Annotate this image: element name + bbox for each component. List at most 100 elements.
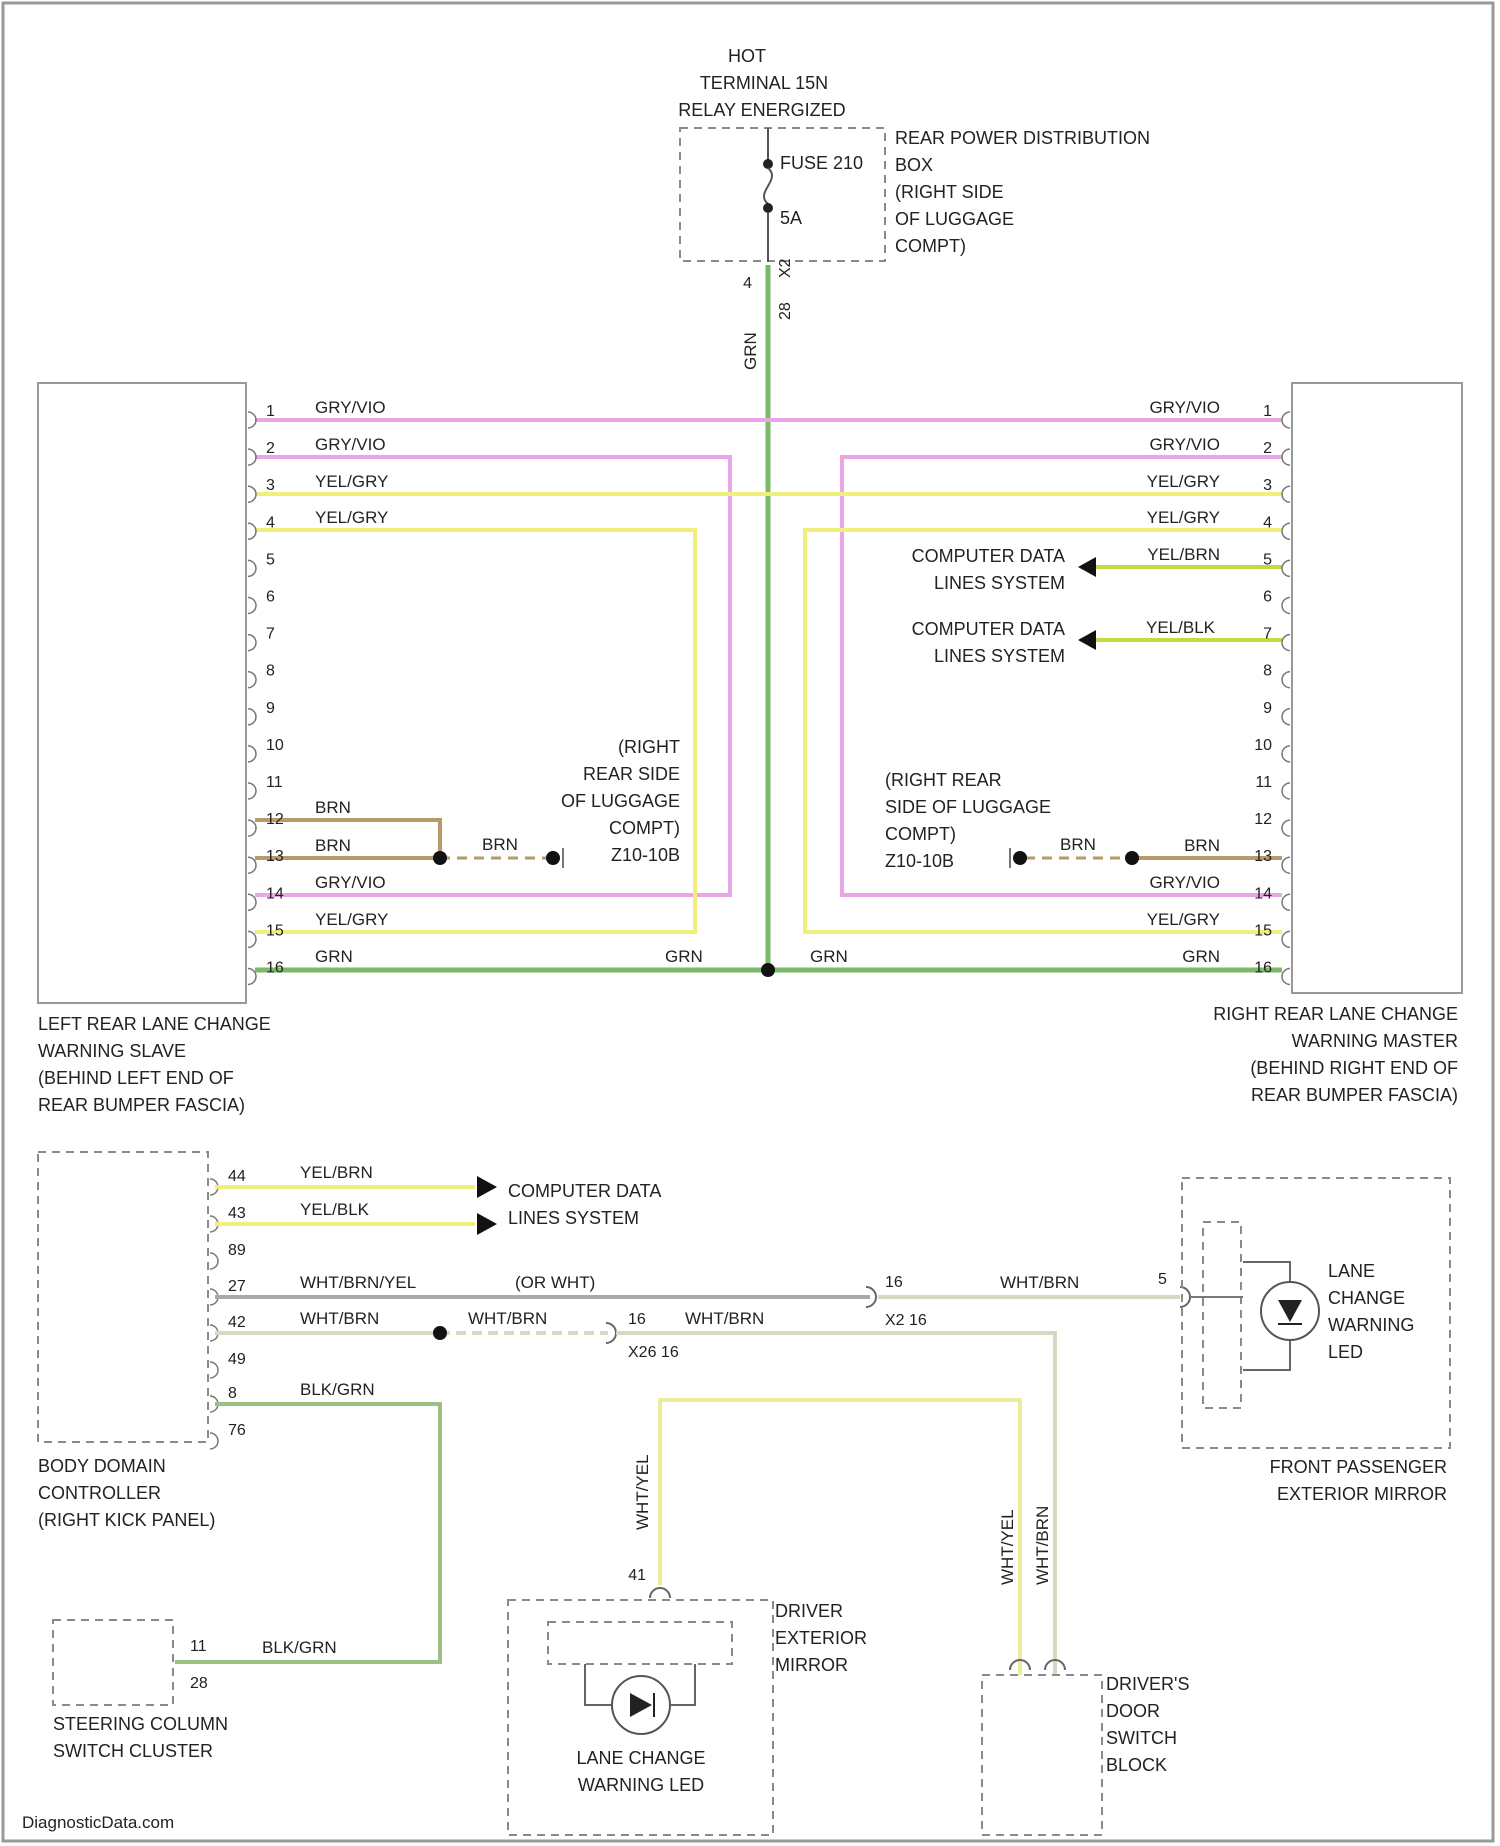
left-wire-14: GRY/VIO: [315, 873, 386, 892]
fuse-out-wire-label: GRN: [741, 332, 760, 370]
right-rear-lane-change-module: [1292, 383, 1462, 993]
mirror-pin: 5: [1158, 1271, 1167, 1288]
bdc-wire-43: YEL/BLK: [300, 1200, 370, 1219]
pin-number: 6: [266, 589, 275, 606]
left-module-name-3: (BEHIND LEFT END OF: [38, 1068, 234, 1088]
pin-number: 1: [1263, 403, 1272, 420]
pin-number: 89: [228, 1242, 246, 1259]
right-grn-left-label: GRN: [810, 947, 848, 966]
right-wire-15: YEL/GRY: [1147, 910, 1220, 929]
fuse-box-name-3: (RIGHT SIDE: [895, 182, 1004, 202]
watermark: DiagnosticData.com: [22, 1813, 174, 1832]
pin-number: 14: [266, 885, 284, 902]
door-switch-name-3: SWITCH: [1106, 1728, 1177, 1748]
pin-number: 1: [266, 403, 275, 420]
fuse-box-name-5: COMPT): [895, 236, 966, 256]
splice-brn-right: [1125, 851, 1139, 865]
pin-number: 8: [228, 1385, 237, 1402]
left-wire-13: BRN: [315, 836, 351, 855]
bdc-wire-27: WHT/BRN/YEL: [300, 1273, 416, 1292]
fp-led-2: CHANGE: [1328, 1288, 1405, 1308]
door-switch-name-2: DOOR: [1106, 1701, 1160, 1721]
door-switch-name-1: DRIVER'S: [1106, 1674, 1189, 1694]
fp-led-1: LANE: [1328, 1261, 1375, 1281]
conn-b-pin: 16: [628, 1311, 646, 1328]
conn-a-label: X2 16: [885, 1312, 927, 1329]
left-ground-loc-4: COMPT): [609, 818, 680, 838]
right-wire-13: BRN: [1184, 836, 1220, 855]
right-ground-wire-label: BRN: [1060, 835, 1096, 854]
pin-number: 4: [1263, 514, 1272, 531]
pin-number: 2: [1263, 440, 1272, 457]
left-wire-15: YEL/GRY: [315, 910, 388, 929]
fuse-terminal-top: [763, 159, 773, 169]
right-wire-14: GRY/VIO: [1149, 873, 1220, 892]
fuse-terminal-bottom: [763, 203, 773, 213]
left-ground-loc-5: Z10-10B: [611, 845, 680, 865]
pin-number: 13: [1254, 848, 1272, 865]
driver-led-1: LANE CHANGE: [576, 1748, 705, 1768]
fuse-connector-2: 28: [777, 302, 794, 320]
fuse-connector-1: X2: [777, 258, 794, 278]
right-ground-loc-1: (RIGHT REAR: [885, 770, 1002, 790]
door-switch-name-4: BLOCK: [1106, 1755, 1167, 1775]
ground-right: [1013, 851, 1027, 865]
pin-number: 9: [1263, 700, 1272, 717]
fuse-out-pin: 4: [743, 275, 752, 292]
left-wire-12: BRN: [315, 798, 351, 817]
fp-mirror-name-1: FRONT PASSENGER: [1270, 1457, 1447, 1477]
pin-number: 16: [266, 960, 284, 977]
bdc-data-ref-2: LINES SYSTEM: [508, 1208, 639, 1228]
right-wire-1: GRY/VIO: [1149, 398, 1220, 417]
pin-number: 76: [228, 1422, 246, 1439]
left-grn-right-label: GRN: [665, 947, 703, 966]
pin-number: 11: [1255, 774, 1272, 791]
conn-b-label: X26 16: [628, 1344, 679, 1361]
pin-number: 44: [228, 1168, 246, 1185]
bdc-name-1: BODY DOMAIN: [38, 1456, 166, 1476]
bdc-wire-42-c: WHT/BRN: [685, 1309, 764, 1328]
pin-number: 7: [266, 626, 275, 643]
pin-number: 3: [266, 477, 275, 494]
splice-brn-left: [433, 851, 447, 865]
pin-number: 43: [228, 1205, 246, 1222]
left-module-name-1: LEFT REAR LANE CHANGE: [38, 1014, 271, 1034]
pin-number: 10: [266, 737, 284, 754]
pin-number: 16: [1254, 960, 1272, 977]
supply-line-1: HOT: [728, 46, 766, 66]
left-wire-16: GRN: [315, 947, 353, 966]
driver-mirror-name-3: MIRROR: [775, 1655, 848, 1675]
fuse-label: FUSE 210: [780, 153, 863, 173]
right-module-name-4: REAR BUMPER FASCIA): [1251, 1085, 1458, 1105]
right-ground-loc-2: SIDE OF LUGGAGE: [885, 797, 1051, 817]
right-data-ref-1a: COMPUTER DATA: [912, 546, 1065, 566]
bdc-wire-42-b: WHT/BRN: [468, 1309, 547, 1328]
left-wire-3: YEL/GRY: [315, 472, 388, 491]
bdc-wire-44: YEL/BRN: [300, 1163, 373, 1182]
pin-number: 5: [266, 551, 275, 568]
right-wire-4: YEL/GRY: [1147, 508, 1220, 527]
supply-line-3: RELAY ENERGIZED: [678, 100, 845, 120]
pin-number: 5: [1263, 551, 1272, 568]
conn-a-pin: 16: [885, 1274, 903, 1291]
door-wire-a-label: WHT/YEL: [998, 1509, 1017, 1585]
right-module-name-1: RIGHT REAR LANE CHANGE: [1213, 1004, 1458, 1024]
right-module-name-3: (BEHIND RIGHT END OF: [1250, 1058, 1458, 1078]
right-data-ref-2b: LINES SYSTEM: [934, 646, 1065, 666]
pin-number: 8: [266, 663, 275, 680]
pin-number: 14: [1254, 885, 1272, 902]
pin-number: 8: [1263, 663, 1272, 680]
left-ground-wire-label: BRN: [482, 835, 518, 854]
driver-wire-label: WHT/YEL: [633, 1454, 652, 1530]
right-data-ref-2a: COMPUTER DATA: [912, 619, 1065, 639]
right-wire-7: YEL/BLK: [1146, 618, 1216, 637]
fuse-rating: 5A: [780, 208, 802, 228]
left-wire-1: GRY/VIO: [315, 398, 386, 417]
pin-number: 42: [228, 1314, 246, 1331]
splice-grn: [761, 963, 775, 977]
pin-number: 12: [266, 811, 284, 828]
right-module-name-2: WARNING MASTER: [1292, 1031, 1458, 1051]
right-wire-3: YEL/GRY: [1147, 472, 1220, 491]
pin-number: 12: [1254, 811, 1272, 828]
